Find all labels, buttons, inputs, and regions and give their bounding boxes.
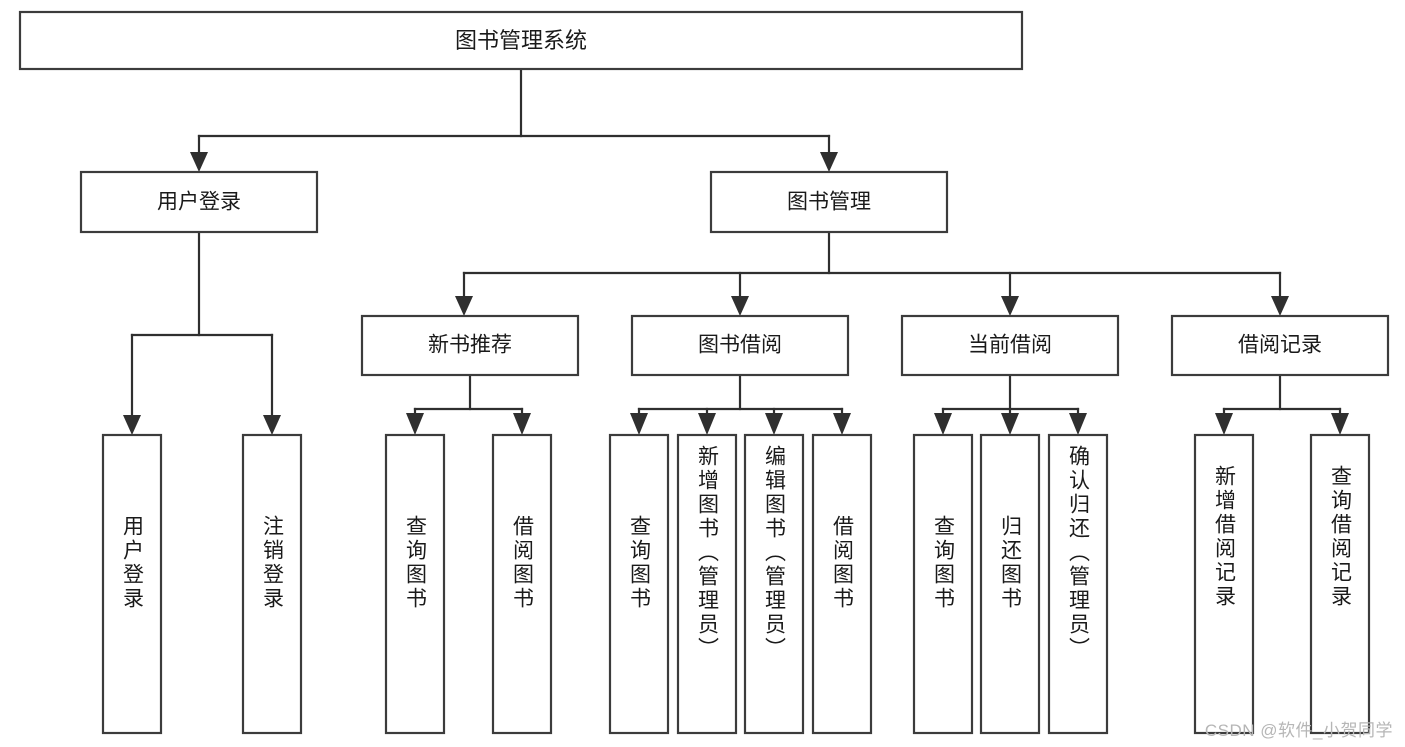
- arrowhead-leaf-logout-login: [263, 415, 281, 435]
- node-leaf-query-book-3-box[interactable]: [912, 433, 974, 735]
- arrowhead-borrow-record: [1271, 296, 1289, 316]
- node-root[interactable]: 图书管理系统: [18, 10, 1024, 71]
- connector-group-book-manage: [455, 230, 1289, 316]
- arrowhead-leaf-user-login: [123, 415, 141, 435]
- node-borrow-record-box[interactable]: [1170, 314, 1390, 377]
- node-leaf-query-record-box[interactable]: [1309, 433, 1371, 735]
- arrowhead-leaf-query-record: [1331, 413, 1349, 435]
- node-leaf-confirm-return-box[interactable]: [1047, 433, 1109, 735]
- node-book-manage[interactable]: 图书管理: [709, 170, 949, 234]
- node-leaf-edit-book-box[interactable]: [743, 433, 805, 735]
- arrowhead-leaf-edit-book: [765, 413, 783, 435]
- arrowhead-leaf-query-book-1: [406, 413, 424, 435]
- arrowhead-leaf-query-book-2: [630, 413, 648, 435]
- arrowhead-current-borrow: [1001, 296, 1019, 316]
- arrowhead-user-login: [190, 152, 208, 172]
- node-leaf-query-book-1-box[interactable]: [384, 433, 446, 735]
- node-book-borrow[interactable]: 图书借阅: [630, 314, 850, 377]
- connector-group-user-login: [123, 230, 281, 435]
- node-leaf-user-login-box[interactable]: [101, 433, 163, 735]
- node-new-book-recommend-label: 新书推荐: [428, 334, 512, 357]
- node-book-manage-box[interactable]: [709, 170, 949, 234]
- node-book-manage-label: 图书管理: [787, 191, 871, 214]
- arrowhead-leaf-borrow-book-1: [513, 413, 531, 435]
- node-new-book-recommend[interactable]: 新书推荐: [360, 314, 580, 377]
- node-user-login-box[interactable]: [79, 170, 319, 234]
- arrowhead-book-manage: [820, 152, 838, 172]
- node-user-login[interactable]: 用户登录: [79, 170, 319, 234]
- node-borrow-record-label: 借阅记录: [1238, 334, 1322, 357]
- node-current-borrow-box[interactable]: [900, 314, 1120, 377]
- node-leaf-logout-login-box[interactable]: [241, 433, 303, 735]
- node-leaf-borrow-book-1-box[interactable]: [491, 433, 553, 735]
- connector-group-borrow-record: [1215, 373, 1349, 435]
- connector-group-current-borrow: [934, 373, 1087, 435]
- node-book-borrow-box[interactable]: [630, 314, 850, 377]
- node-leaf-add-book-box[interactable]: [676, 433, 738, 735]
- arrowhead-book-borrow: [731, 296, 749, 316]
- connector-group-new-book-recommend: [406, 373, 531, 435]
- arrowhead-leaf-add-record: [1215, 413, 1233, 435]
- connector-group-root: [190, 67, 838, 172]
- node-current-borrow-label: 当前借阅: [968, 334, 1052, 357]
- node-borrow-record[interactable]: 借阅记录: [1170, 314, 1390, 377]
- connector-group-book-borrow: [630, 373, 851, 435]
- node-root-label: 图书管理系统: [455, 28, 587, 53]
- node-leaf-return-book-box[interactable]: [979, 433, 1041, 735]
- node-root-box[interactable]: [18, 10, 1024, 71]
- arrowhead-leaf-borrow-book-2: [833, 413, 851, 435]
- node-leaf-add-record-box[interactable]: [1193, 433, 1255, 735]
- arrowhead-new-book-recommend: [455, 296, 473, 316]
- arrowhead-leaf-return-book: [1001, 413, 1019, 435]
- arrowhead-leaf-confirm-return: [1069, 413, 1087, 435]
- node-leaf-query-book-2-box[interactable]: [608, 433, 670, 735]
- node-new-book-recommend-box[interactable]: [360, 314, 580, 377]
- node-book-borrow-label: 图书借阅: [698, 334, 782, 357]
- arrowhead-leaf-query-book-3: [934, 413, 952, 435]
- node-current-borrow[interactable]: 当前借阅: [900, 314, 1120, 377]
- arrowhead-leaf-add-book: [698, 413, 716, 435]
- node-user-login-label: 用户登录: [157, 191, 241, 214]
- node-leaf-borrow-book-2-box[interactable]: [811, 433, 873, 735]
- watermark: CSDN @软件_小贺同学: [1204, 721, 1393, 740]
